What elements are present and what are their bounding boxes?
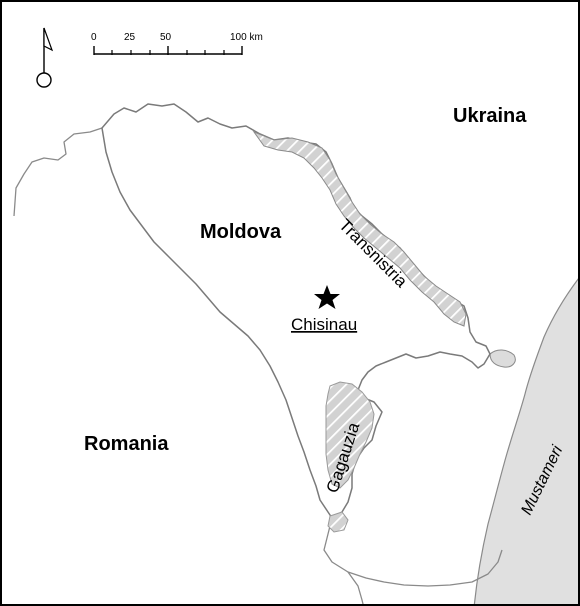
scale-label-100: 100 km bbox=[230, 32, 263, 43]
border-budjak bbox=[323, 517, 503, 587]
label-romania: Romania bbox=[84, 433, 169, 455]
gagauzia-exclave bbox=[327, 511, 349, 533]
north-arrow-icon bbox=[36, 27, 54, 88]
label-moldova: Moldova bbox=[200, 221, 282, 243]
dniester-estuary bbox=[489, 349, 516, 368]
label-ukraine: Ukraina bbox=[453, 105, 527, 127]
scale-label-50: 50 bbox=[160, 32, 172, 43]
gagauzia-region bbox=[325, 381, 375, 489]
black-sea bbox=[473, 278, 578, 604]
scale-label-0: 0 bbox=[91, 32, 97, 43]
scale-bar: 0 25 50 100 km bbox=[91, 32, 263, 55]
transnistria-region bbox=[252, 130, 467, 327]
border-ukraine-romania bbox=[13, 127, 103, 217]
star-icon bbox=[314, 285, 340, 309]
moldova-outline bbox=[101, 103, 491, 519]
border-romania-south bbox=[347, 571, 364, 604]
label-capital: Chisinau bbox=[291, 315, 357, 334]
scale-label-25: 25 bbox=[124, 32, 136, 43]
